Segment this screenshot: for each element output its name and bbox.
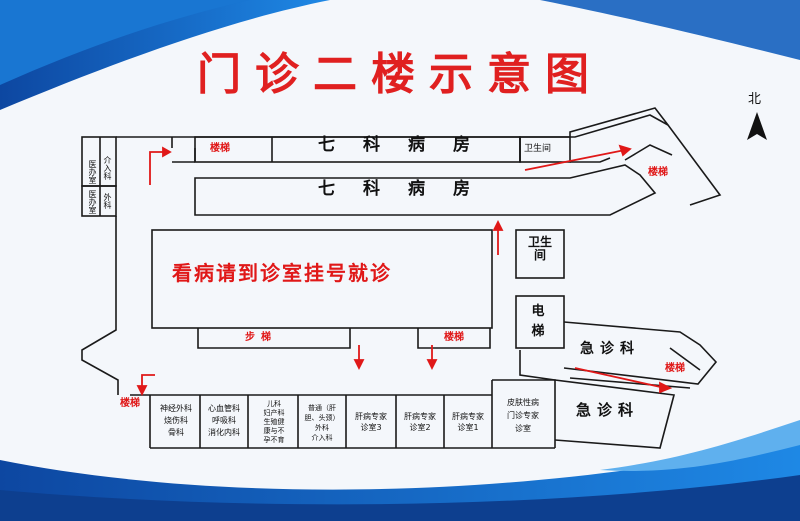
room-liver1-label: 肝病专家 诊室1 bbox=[452, 412, 484, 432]
room-neuro-label: 神经外科 烧伤科 骨科 bbox=[160, 404, 192, 437]
elevator-label: 电梯 bbox=[531, 304, 545, 339]
room-liver2-label: 肝病专家 诊室2 bbox=[404, 412, 436, 432]
room-general-label: 普通（肝 胆、头颈） 外科 介入科 bbox=[304, 404, 340, 442]
emergency-lower-label: 急诊科 bbox=[576, 401, 640, 419]
compass-label: 北 bbox=[748, 92, 762, 107]
stairs-left-label: 楼梯 bbox=[120, 398, 140, 409]
dept-1-label: 介入科 bbox=[103, 156, 112, 180]
room-liver3-label: 肝病专家 诊室3 bbox=[355, 412, 387, 432]
room-derm-label: 皮肤性病 门诊专家 诊室 bbox=[507, 398, 539, 433]
stairs-right-label: 楼梯 bbox=[648, 167, 668, 178]
toilet-right-label: 卫生间 bbox=[528, 235, 553, 262]
map-title: 门诊二楼示意图 bbox=[197, 49, 603, 100]
emergency-upper-label: 急诊科 bbox=[580, 341, 640, 357]
escalator-label: 步梯 bbox=[245, 332, 277, 343]
ward-top-label: 七科病房 bbox=[318, 135, 498, 155]
office-2-room bbox=[81, 185, 117, 217]
ward-middle-label: 七科病房 bbox=[318, 179, 498, 199]
dept-2-label: 外科 bbox=[103, 193, 112, 209]
clinic-notice: 看病请到诊室挂号就诊 bbox=[172, 261, 392, 285]
office-1-label: 医办室 bbox=[88, 160, 97, 184]
stairs-mid-bottom-label: 楼梯 bbox=[444, 332, 464, 343]
stairs-se-label: 楼梯 bbox=[665, 363, 685, 374]
top-right-band bbox=[540, 0, 800, 60]
stairs-top-label: 楼梯 bbox=[210, 143, 230, 154]
office-2-label: 医办室 bbox=[88, 190, 97, 214]
toilet-top-label: 卫生间 bbox=[524, 144, 552, 154]
north-arrow-icon bbox=[747, 112, 767, 140]
room-peds-label: 儿科 妇产科 生殖健 康与不 孕不育 bbox=[263, 400, 285, 444]
room-cardio-label: 心血管科 呼吸科 消化内科 bbox=[208, 404, 240, 437]
